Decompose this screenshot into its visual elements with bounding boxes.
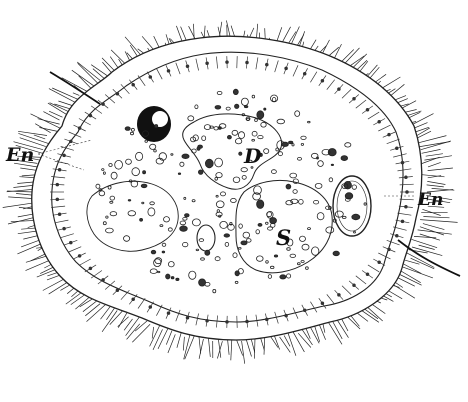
label-en-left: En [6,146,34,165]
label-s: S [276,227,291,248]
label-en-right: En [418,192,443,209]
large-oval-vacuole [333,176,371,236]
lower-vacuole [197,225,215,251]
label-d: D [244,146,261,166]
dark-nucleus [137,106,171,142]
